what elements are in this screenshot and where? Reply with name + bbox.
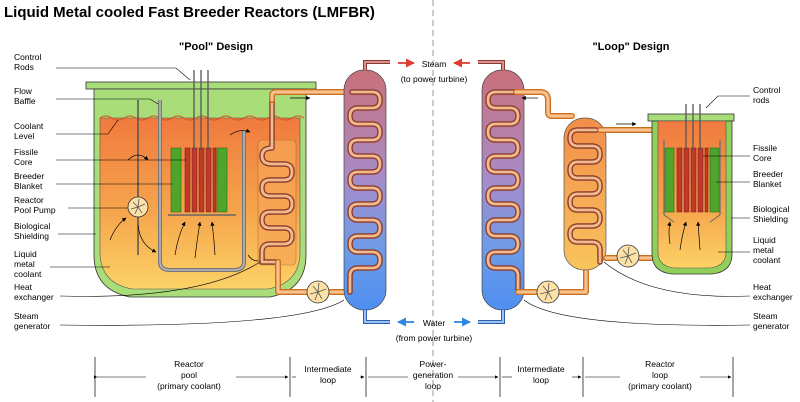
steam-note: (to power turbine) [401,74,468,84]
loop-primary-piping [597,121,663,268]
loop-intermediate-loop [513,89,589,304]
loop-control-rods [685,104,701,150]
pool-control-rods [193,70,209,150]
pool-steam-generator [343,60,390,324]
loop-design-heading: "Loop" Design [592,41,669,53]
pool-pump [127,196,149,218]
pool-heat-exchanger [257,97,297,266]
diagram-title: Liquid Metal cooled Fast Breeder Reactor… [4,4,375,21]
pool-reactor [85,70,317,298]
pool-intermediate-loop [269,89,355,304]
loop-reactor [647,104,735,275]
pool-design-heading: "Pool" Design [179,41,253,53]
steam-flow: Steam (to power turbine) [398,58,470,84]
loop-heat-exchanger [563,117,607,271]
water-flow: Water (from power turbine) [396,317,473,343]
water-label: Water [423,318,446,328]
steam-label: Steam [422,59,447,69]
water-note: (from power turbine) [396,333,473,343]
loop-steam-generator [478,60,525,324]
